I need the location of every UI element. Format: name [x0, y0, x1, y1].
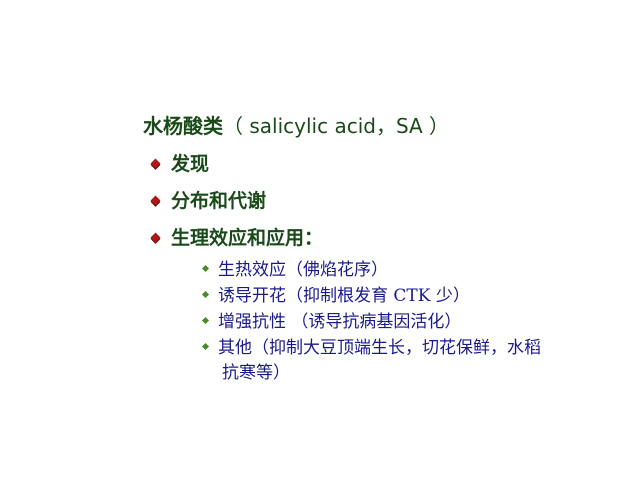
bullet-item-discovery: 发现 [150, 151, 210, 177]
title-chinese: 水杨酸类 [143, 114, 223, 138]
sub-item-other-continuation: 抗寒等） [222, 363, 290, 383]
sub-item-thermogenesis: 生热效应（佛焰花序） [201, 258, 388, 282]
slide-title: 水杨酸类（ salicylic acid，SA ） [143, 112, 449, 140]
sub-item-label: 增强抗性 （诱导抗病基因活化） [218, 312, 462, 332]
bullet-item-label: 发现 [171, 153, 210, 175]
small-diamond-bullet-icon [201, 264, 210, 273]
bullet-item-physiology: 生理效应和应用： [150, 225, 324, 251]
sub-item-other: 其他（抑制大豆顶端生长，切花保鲜，水稻 [201, 336, 541, 360]
bullet-item-label: 分布和代谢 [171, 190, 267, 212]
sub-item-label: 生热效应（佛焰花序） [218, 260, 388, 280]
sub-item-label: 诱导开花（抑制根发育 CTK 少） [218, 286, 470, 306]
diamond-bullet-icon [150, 158, 161, 169]
diamond-bullet-icon [150, 195, 161, 206]
small-diamond-bullet-icon [201, 290, 210, 299]
small-diamond-bullet-icon [201, 342, 210, 351]
sub-item-flowering: 诱导开花（抑制根发育 CTK 少） [201, 284, 470, 308]
small-diamond-bullet-icon [201, 316, 210, 325]
sub-item-label: 其他（抑制大豆顶端生长，切花保鲜，水稻 [218, 338, 541, 358]
bullet-item-distribution: 分布和代谢 [150, 188, 267, 214]
title-latin: （ salicylic acid，SA ） [223, 114, 450, 138]
sub-item-resistance: 增强抗性 （诱导抗病基因活化） [201, 310, 462, 334]
diamond-bullet-icon [150, 232, 161, 243]
bullet-item-label: 生理效应和应用： [171, 227, 324, 249]
